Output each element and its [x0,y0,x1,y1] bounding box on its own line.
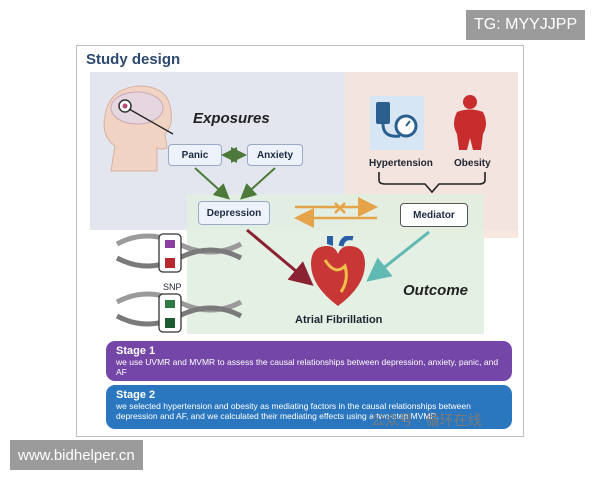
stage-1-text: we use UVMR and MVMR to assess the causa… [116,357,499,377]
depression-node: Depression [198,201,270,225]
outcome-title: Outcome [403,282,469,299]
depression-label: Depression [206,207,262,219]
study-design-figure: Study design Exposures Panic Anxiety Dep… [76,45,524,437]
dna-illustration [115,233,243,333]
tg-tag-text: TG: MYYJJPP [474,16,578,33]
mediator-label: Mediator [413,209,455,221]
heart-illustration [311,236,365,306]
anxiety-label: Anxiety [256,149,294,161]
exposures-title: Exposures [193,110,270,127]
snp-label: SNP [163,282,182,292]
stage-2-title: Stage 2 [116,389,156,401]
atrial-fibrillation-label: Atrial Fibrillation [295,314,383,326]
stage-2-box: Stage 2 we selected hypertension and obe… [106,385,512,429]
stage-1-box: Stage 1 we use UVMR and MVMR to assess t… [106,341,512,381]
anxiety-node: Anxiety [247,144,303,166]
wechat-watermark: 公众号 · 循环在线 [371,412,482,428]
stage-1-title: Stage 1 [116,345,156,357]
stage-2-text: we selected hypertension and obesity as … [116,401,471,421]
panic-node: Panic [168,144,222,166]
figure-title: Study design [86,51,181,68]
exposure-arrows [194,147,430,286]
tg-tag: TG: MYYJJPP [466,10,586,40]
mediator-node: Mediator [400,203,468,227]
bidhelper-tag-text: www.bidhelper.cn [18,446,135,464]
head-illustration [103,85,174,172]
mediator-bracket [378,172,486,194]
obesity-icon [454,95,486,150]
hypertension-label: Hypertension [369,158,433,169]
obesity-label: Obesity [454,158,491,169]
panic-label: Panic [181,149,209,161]
bidhelper-tag: www.bidhelper.cn [10,440,143,470]
blood-pressure-icon [370,96,424,150]
